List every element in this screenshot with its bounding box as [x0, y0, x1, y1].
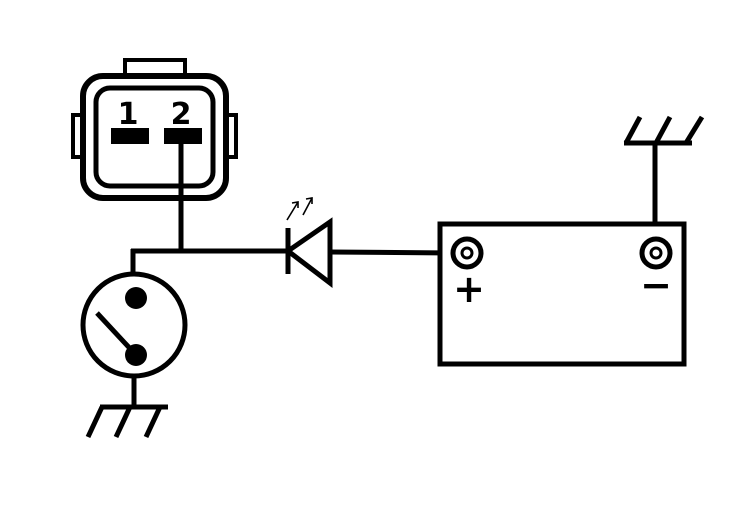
ground-hatch: [653, 115, 673, 145]
wire-led-to-battery: [329, 249, 453, 256]
switch: [80, 271, 188, 407]
battery-negative-symbol: −: [640, 263, 672, 307]
led-emission-arrows-icon: [286, 197, 313, 221]
battery: + −: [437, 221, 687, 367]
pin-1-contact: [111, 128, 149, 144]
ground-hatch: [623, 115, 643, 145]
ground-hatch: [85, 405, 105, 439]
switch-top-contact: [125, 287, 147, 309]
pin-2-label: 2: [171, 97, 192, 132]
led-triangle: [283, 217, 333, 289]
light-emitting-diode: [283, 197, 333, 289]
switch-lever: [95, 311, 138, 357]
battery-positive-symbol: +: [453, 267, 485, 311]
ground-hatch: [113, 405, 133, 439]
battery-positive-terminal-core: [460, 246, 474, 260]
ground-hatch: [683, 115, 705, 145]
ground-symbol-battery: [623, 115, 705, 146]
connector-housing-inner: [93, 85, 216, 189]
ground-symbol-switch: [85, 404, 168, 439]
pin-2-contact: [164, 128, 202, 144]
battery-negative-terminal-core: [649, 246, 663, 260]
ground-hatch: [143, 405, 163, 439]
two-pin-connector: 1 2: [71, 58, 238, 201]
pin-1-label: 1: [118, 97, 139, 132]
